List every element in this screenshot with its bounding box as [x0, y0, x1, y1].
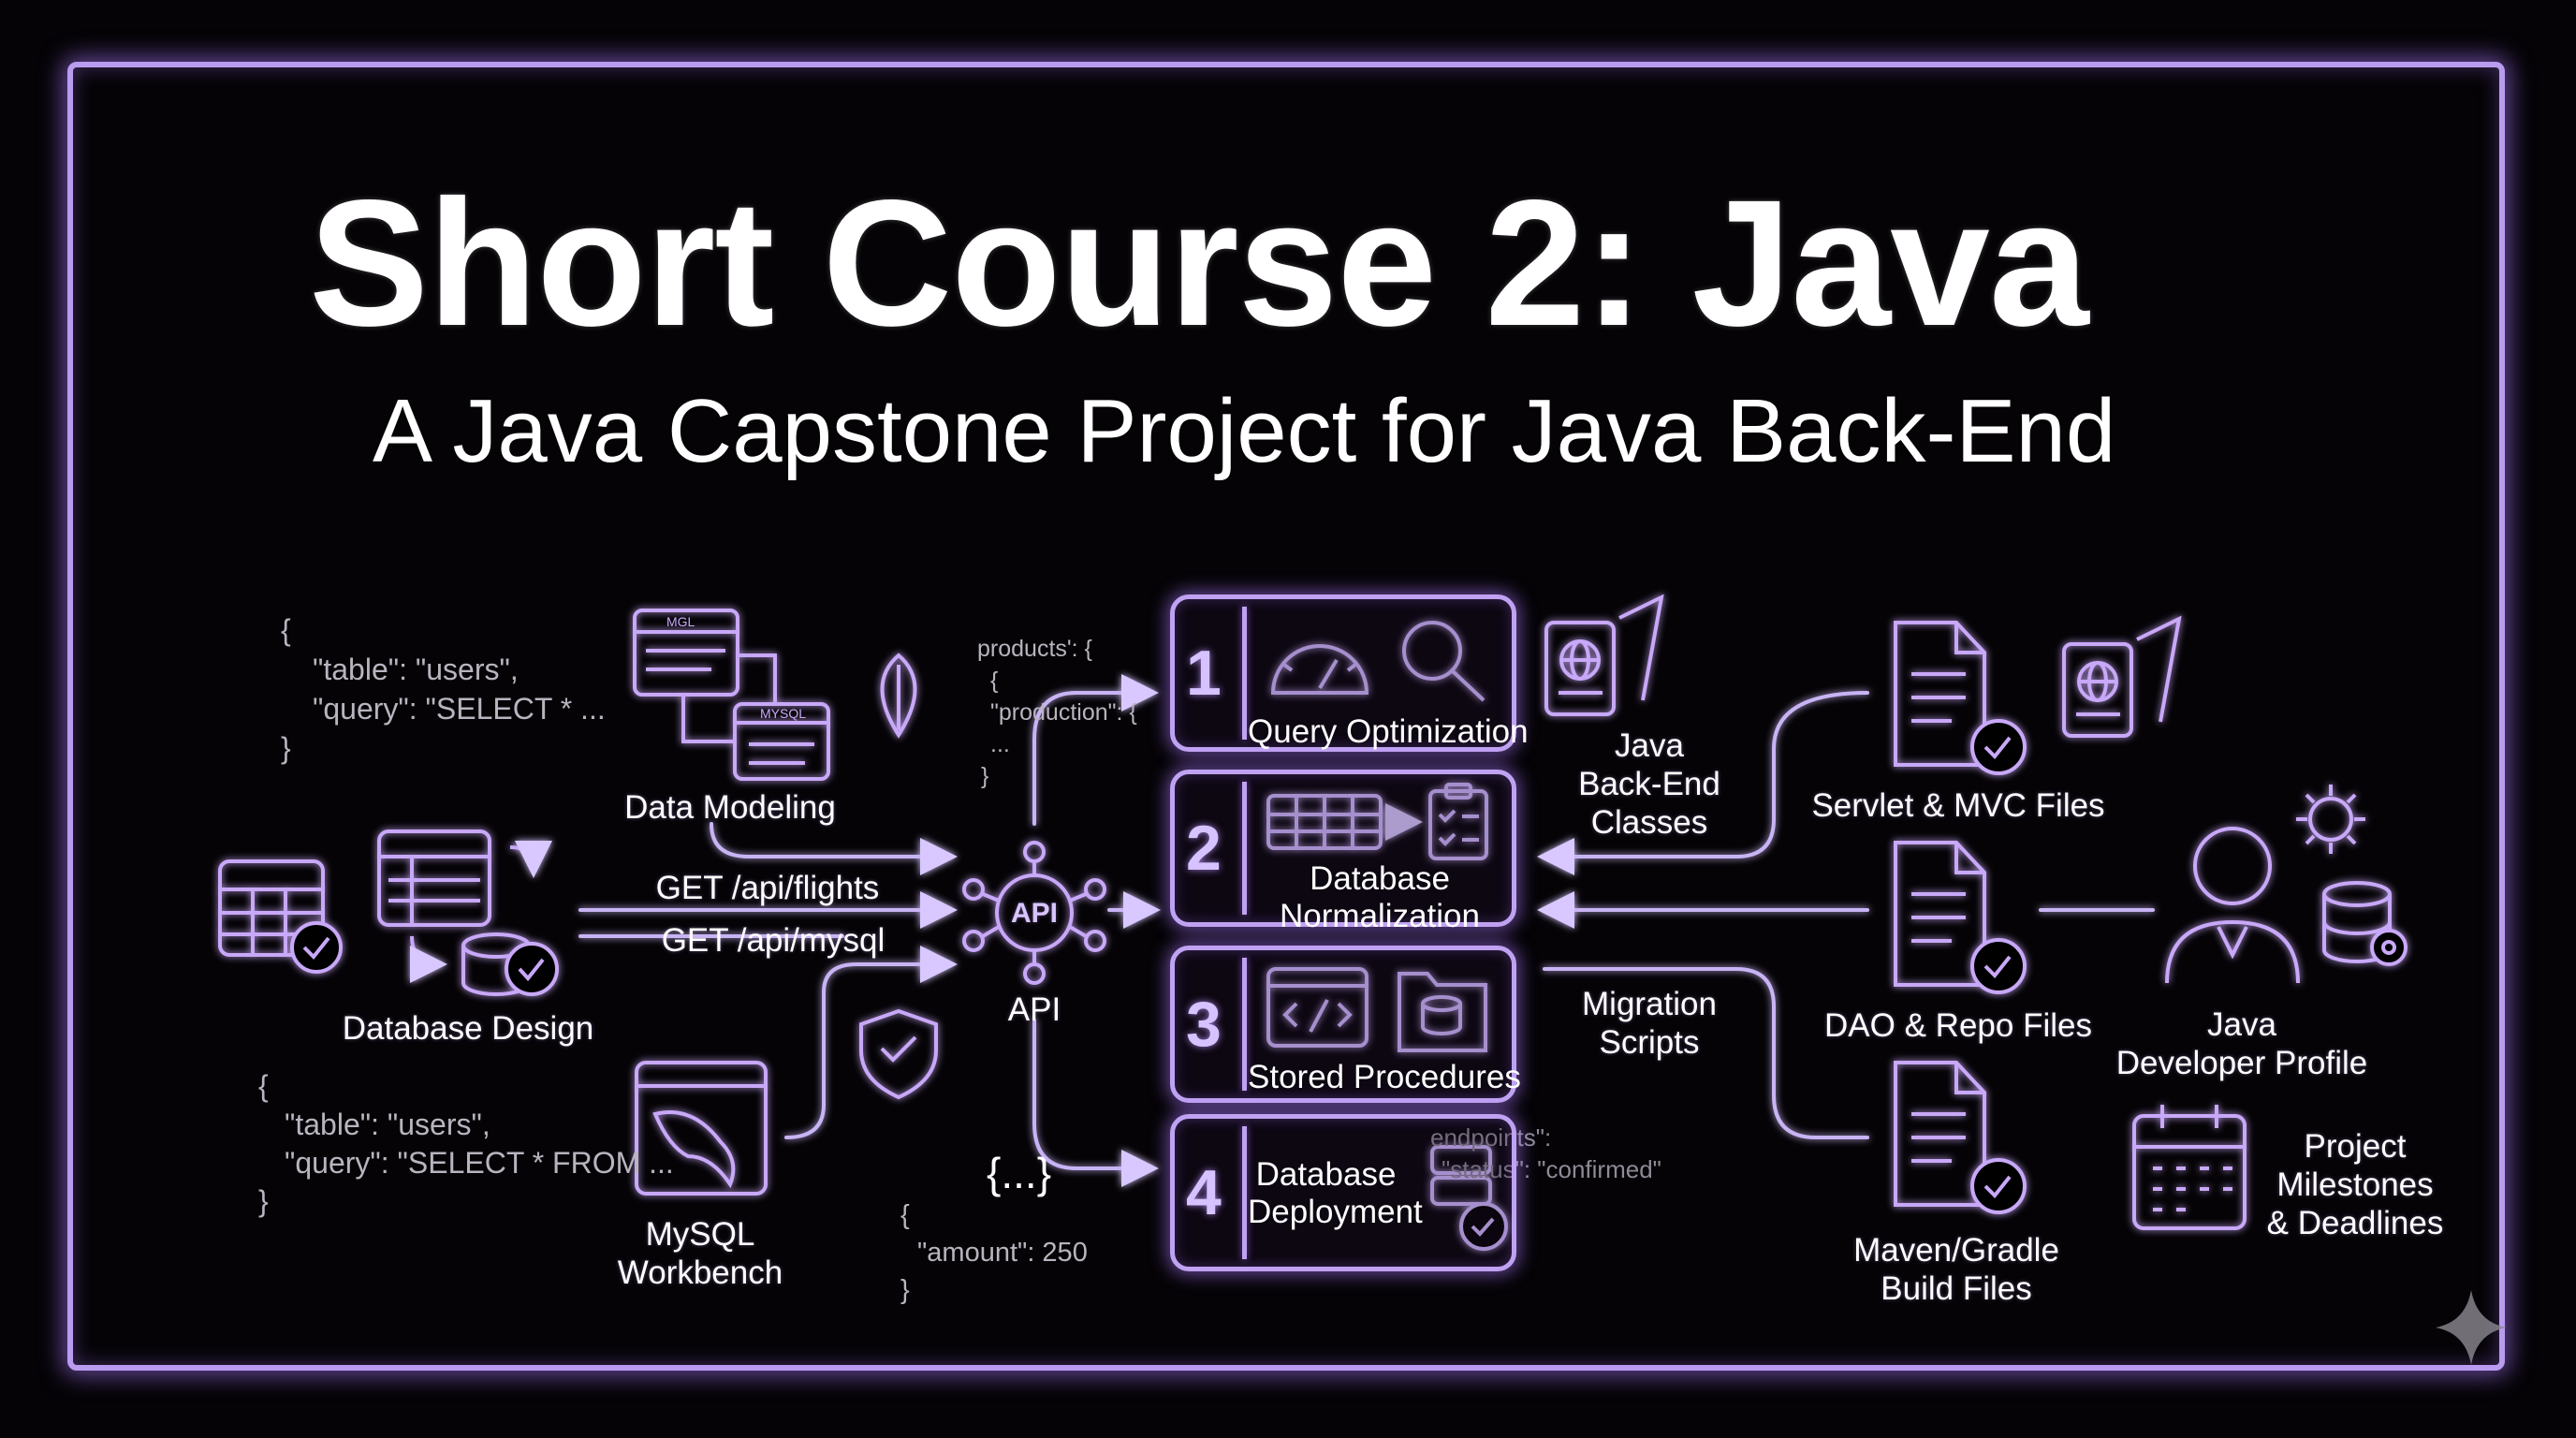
step-number: 3 [1186, 989, 1222, 1060]
code-snippet-amount: { "amount": 250 } [900, 1200, 1088, 1305]
page-subtitle: A Java Capstone Project for Java Back-En… [373, 381, 2116, 481]
data-modeling-icon [633, 609, 830, 781]
outer-glow-frame [67, 62, 2505, 1371]
maven-gradle-label: Maven/Gradle Build Files [1853, 1232, 2059, 1307]
sparkle-icon [2436, 1290, 2507, 1365]
step-label-2: Deployment [1248, 1194, 1423, 1230]
servlet-to-step2-arrow [1537, 691, 1869, 875]
get-flights-label: GET /api/flights [655, 870, 880, 906]
code-snippet-products: products': { { "production": { ... } [977, 636, 1137, 789]
modeling-icon-text-a: MGL [666, 614, 695, 629]
code-snippet-confirmed: endpoints": "status": "confirmed" [1430, 1123, 1661, 1183]
mysql-workbench-icon [635, 1061, 768, 1196]
code-window-icon [1266, 967, 1368, 1048]
magnifier-icon [1402, 621, 1486, 702]
api-hub-icon [962, 841, 1106, 985]
step-1-query-optimization: 1 Query Optimization [1170, 594, 1529, 752]
gauge-icon [1270, 644, 1369, 695]
folder-database-icon [1398, 972, 1487, 1052]
api-to-step4-arrow [1032, 1019, 1159, 1187]
step-number: 1 [1186, 638, 1222, 709]
modeling-icon-text-b: MYSQL [760, 706, 807, 721]
shield-check-icon [859, 1008, 938, 1100]
gear-icon [2296, 785, 2365, 854]
milestones-label: Project Milestones & Deadlines [2266, 1128, 2444, 1241]
passport-icon-2 [2062, 615, 2182, 738]
table-check-icon [218, 859, 343, 974]
workbench-to-api-arrow [784, 946, 958, 1139]
database-gear-icon [2322, 881, 2408, 966]
server-check-icon [1430, 1145, 1508, 1251]
leaf-icon [880, 653, 917, 739]
database-design-icon [377, 829, 559, 996]
api-label: API [1007, 991, 1061, 1028]
servlet-mvc-label: Servlet & MVC Files [1811, 787, 2105, 824]
step3-to-maven-line [1543, 967, 1869, 1139]
data-modeling-label: Data Modeling [624, 789, 836, 826]
step-label: Database [1310, 860, 1450, 897]
dao-repo-label: DAO & Repo Files [1824, 1007, 2092, 1044]
dao-file-icon [1894, 841, 2027, 994]
page-title: Short Course 2: Java [309, 162, 2089, 363]
step-label: Stored Procedures [1248, 1059, 1521, 1095]
step-label-2: Normalization [1280, 898, 1480, 934]
calendar-icon [2132, 1105, 2247, 1230]
step-2-database-normalization: 2 Database Normalization [1170, 770, 1516, 934]
developer-icon [2165, 827, 2300, 984]
api-icon-text: API [1010, 898, 1059, 929]
step-4-database-deployment: 4 Database Deployment [1170, 1114, 1516, 1271]
developer-profile-label: Java Developer Profile [2115, 1006, 2368, 1081]
maven-file-icon [1894, 1061, 2027, 1214]
mysql-workbench-label: MySQL Workbench [617, 1216, 783, 1291]
checklist-icon [1428, 783, 1488, 860]
code-snippet-bottom: { "table": "users", "query": "SELECT * F… [258, 1069, 674, 1218]
normalization-table-icon [1266, 794, 1423, 850]
modeling-to-api-arrow [710, 822, 958, 875]
passport-icon [1544, 594, 1664, 716]
step-label: Database [1255, 1156, 1397, 1193]
step-number: 2 [1186, 813, 1222, 884]
code-snippet-top: { "table": "users", "query": "SELECT * .… [281, 613, 606, 765]
database-design-label: Database Design [342, 1010, 594, 1047]
migration-scripts-label: Migration Scripts [1582, 986, 1717, 1061]
step-label: Query Optimization [1248, 713, 1529, 750]
get-mysql-label: GET /api/mysql [661, 922, 886, 959]
servlet-file-icon [1894, 621, 2027, 775]
step-number: 4 [1186, 1157, 1222, 1228]
braces-icon: {...} [987, 1149, 1052, 1197]
api-to-step1-arrow [1032, 674, 1159, 826]
step-3-stored-procedures: 3 Stored Procedures [1170, 946, 1521, 1103]
java-backend-classes-label: Java Back-End Classes [1578, 727, 1720, 841]
